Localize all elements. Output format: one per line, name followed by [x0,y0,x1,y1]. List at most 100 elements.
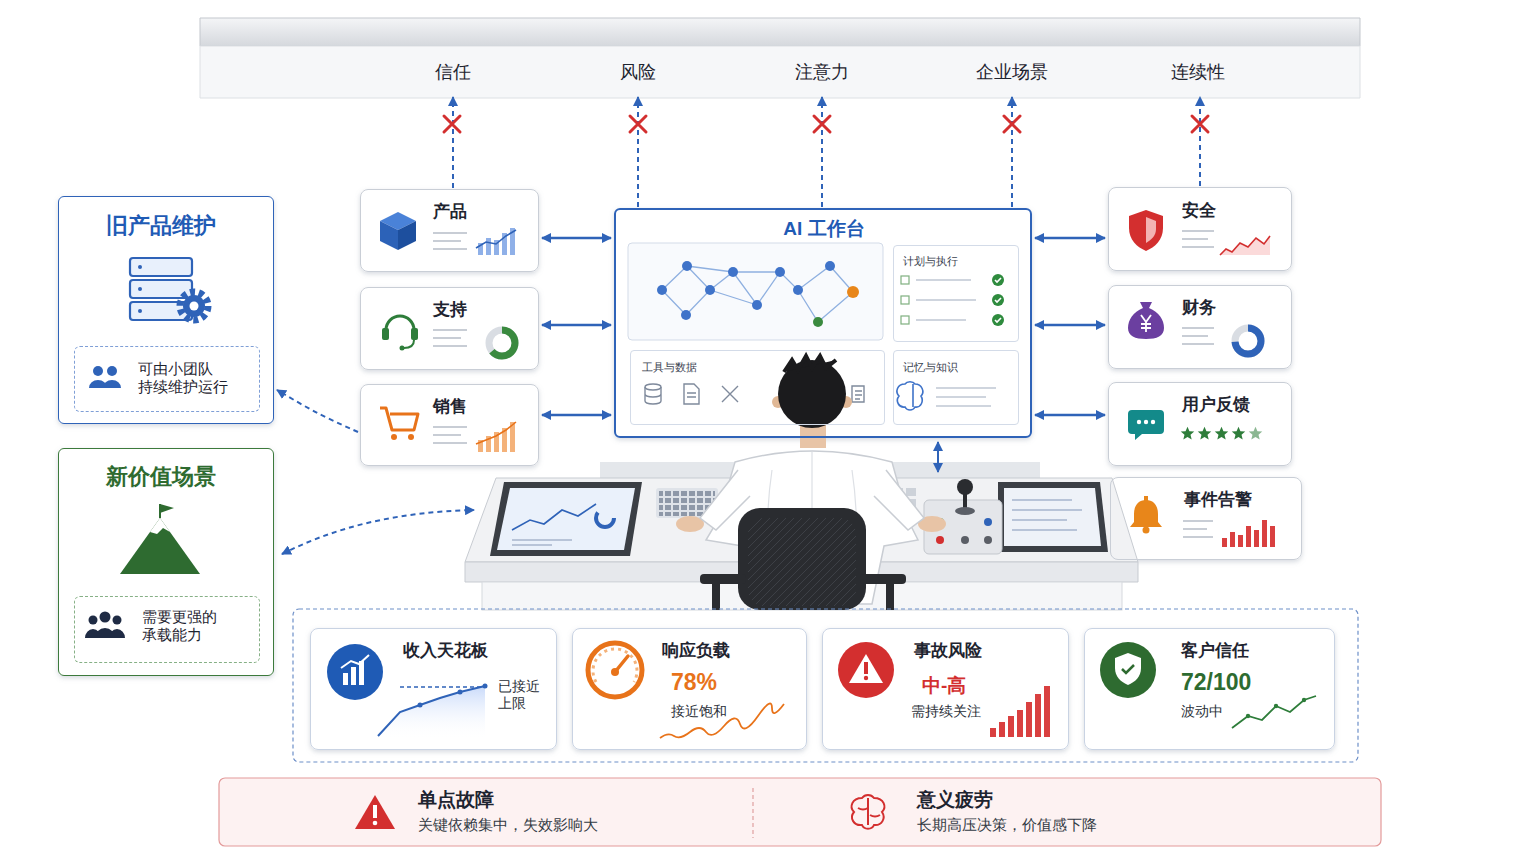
box-backgrounds [360,287,539,370]
box-icons [1128,302,1164,339]
sub-panel: 工具与数据 [630,350,885,425]
risk-cell: 单点故障关键依赖集中，失效影响大 [219,778,753,846]
left-icons [89,616,98,625]
left-icons [160,504,174,513]
left-icons [113,616,122,625]
function-box: 事件告警 [1110,477,1302,560]
mini-charts [486,238,491,255]
text-lines [1182,328,1214,344]
box-icons [1129,210,1163,251]
blocked-arrow [1011,97,1013,207]
node-detail: 需持续关注 [911,703,981,720]
metrics-panel [1100,642,1156,698]
console [512,504,596,530]
box-backgrounds [572,628,807,750]
tool-icons [684,384,699,404]
metrics-panel [293,609,1358,762]
console [596,509,614,527]
graph-network [813,317,823,327]
graph-network [775,267,785,277]
node-label: 信任 [435,62,471,84]
metrics-panel [660,704,784,739]
risk-cell: 意义疲劳长期高压决策，价值感下降 [753,778,1381,846]
node-label: 收入天花板 [403,641,488,661]
checklist [916,280,976,320]
node-label: 产品 [433,202,467,222]
box-icons [1137,420,1141,424]
metrics-panel [593,649,637,682]
mini-charts [1232,427,1246,440]
operator [738,508,866,610]
operator [712,584,720,610]
box-backgrounds [1108,382,1292,466]
graph-network [728,267,738,277]
box-icons [400,346,405,351]
metrics-panel [611,668,619,676]
metrics-panel [1026,702,1032,737]
tool-icons [645,384,661,390]
tool-icons [645,387,661,404]
tool-icons [852,386,864,402]
metric-card: 响应负载78%接近饱和 [572,628,807,750]
left-icons [138,265,142,313]
sub-panel: 记忆与知识 [893,350,1019,425]
mini-charts [1238,535,1243,547]
box-icons [411,328,418,340]
mini-charts [1220,236,1270,255]
metrics-panel [378,686,485,740]
node-label: 新价值场景 [106,464,216,490]
blocked-marks [1192,116,1208,132]
left-icons [89,366,121,388]
mini-charts [1230,532,1235,547]
box-icons [404,340,414,348]
box-backgrounds [58,196,274,424]
left-icons [183,295,205,317]
graph-network [657,261,859,327]
console [497,488,635,550]
ceiling-band: 信任风险注意力企业场景连续性 [200,48,1360,96]
blocked-arrow [452,97,454,188]
memory-icon [936,388,996,406]
left-icons [190,302,199,311]
console [957,479,973,495]
box-icons [398,221,416,250]
operator [886,584,894,610]
graph-network [657,285,667,295]
metrics-panel [1122,665,1134,673]
left-icons [150,518,170,534]
text-lines [433,233,467,249]
node-detail: 连续性 [1171,62,1225,84]
mini-charts [1222,538,1227,547]
console [512,540,572,545]
left-icons [138,309,142,313]
graph-network [825,261,835,271]
warning-band [373,821,378,826]
checklist [901,274,1004,326]
blocked-marks [814,116,830,132]
metrics-panel [1035,694,1041,737]
blocked-marks [630,116,646,132]
function-box: 安全 [1108,187,1292,271]
ceiling-slab [200,18,1360,46]
node-label: 事件告警 [1184,490,1252,510]
layout-arrows [282,510,474,554]
text-lines [1183,521,1213,537]
box-backgrounds [1108,187,1292,271]
metrics-panel [1246,698,1306,718]
metric-card: 事故风险中-高需持续关注 [822,628,1069,750]
node-detail: 已接近 上限 [498,678,548,712]
warning-band [219,778,1381,846]
left-icons [85,628,125,638]
node-label: 销售 [433,397,467,417]
metrics-panel [588,643,642,697]
checklist [995,278,1001,322]
metrics-panel [327,644,383,700]
box-backgrounds [58,448,274,676]
box-icons [380,221,398,250]
metrics-panel [864,676,868,680]
console [936,536,944,544]
node-label: 记忆与知识 [903,361,958,374]
node-label: 事故风险 [914,641,982,661]
